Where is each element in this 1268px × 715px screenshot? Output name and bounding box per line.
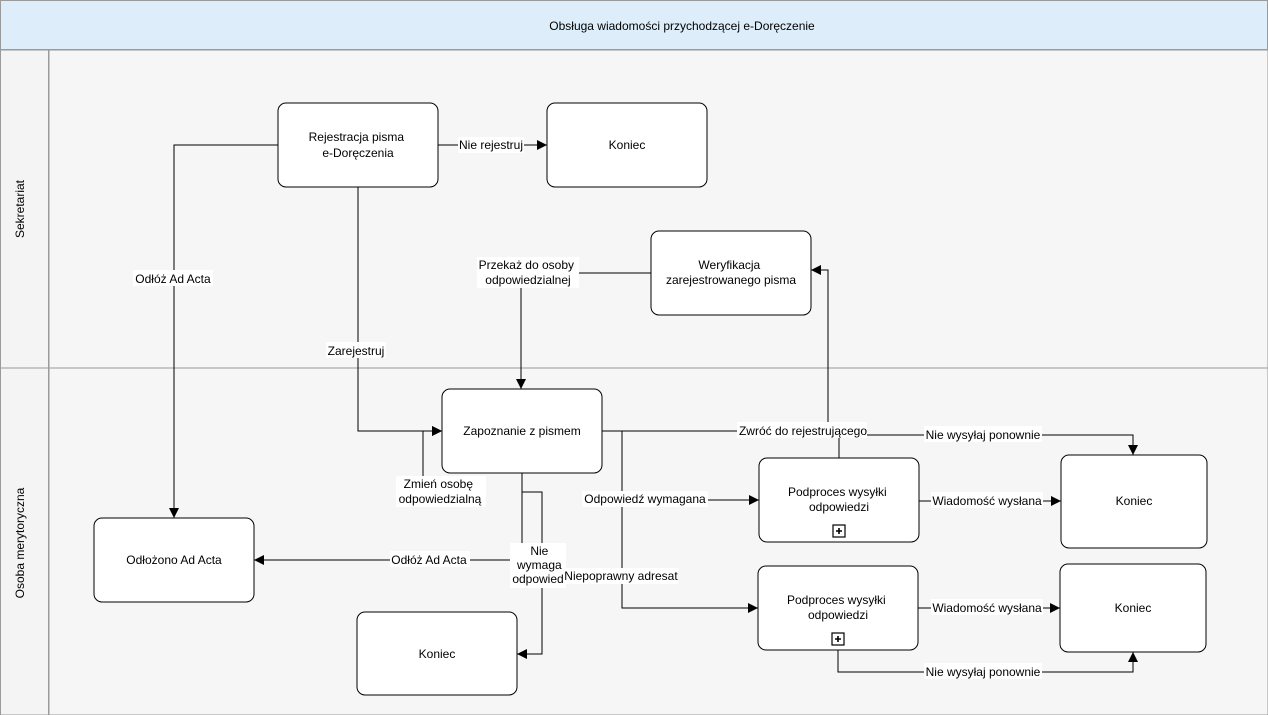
- lane-body-sekretariat: [48, 49, 1268, 369]
- node-koniec-bottom[interactable]: [356, 611, 518, 696]
- pool-title: Obsługa wiadomości przychodzącej e-Doręc…: [549, 19, 815, 33]
- label-zwroc: Zwróć do rejestrującego: [739, 424, 867, 438]
- lane-title-osoba: Osoba merytoryczna: [13, 487, 27, 598]
- plus-square-icon[interactable]: [831, 632, 845, 646]
- label-wiadomosc-2: Wiadomość wysłana: [932, 601, 1042, 615]
- pool-header: [0, 0, 1268, 50]
- label-nie-rejestruj: Nie rejestruj: [459, 138, 523, 152]
- node-weryfikacja[interactable]: [650, 230, 812, 316]
- edge-odloz-top: [169, 144, 278, 518]
- node-podproces-2[interactable]: [757, 565, 919, 651]
- edge-labels: Nie rejestruj Odłóż Ad Acta Zarejestruj …: [133, 137, 1043, 679]
- node-koniec-top-label: Koniec: [609, 138, 646, 152]
- label-nie-wymaga: Nie wymaga odpowied: [512, 544, 565, 586]
- node-zapoznanie-label: Zapoznanie z pismem: [463, 424, 580, 438]
- node-koniec-right-2[interactable]: [1059, 563, 1207, 653]
- label-odloz-bottom: Odłóż Ad Acta: [391, 553, 467, 567]
- label-zarejestruj: Zarejestruj: [328, 344, 385, 358]
- node-weryfikacja-label: Weryfikacja zarejestrowanego pisma: [666, 258, 796, 287]
- lane-label-osoba: [0, 367, 49, 715]
- node-podproces-1-label: Podproces wysyłki odpowiedzi: [788, 485, 890, 514]
- label-przekaz: Przekaż do osoby odpowiedzialnej: [479, 258, 578, 287]
- node-podproces-2-label: Podproces wysyłki odpowiedzi: [787, 593, 889, 622]
- node-koniec-right-1[interactable]: [1060, 454, 1208, 549]
- node-odlozono-label: Odłożono Ad Acta: [126, 553, 222, 567]
- edge-zarejestruj: [357, 187, 442, 436]
- label-odpowiedz-wymagana: Odpowiedź wymagana: [584, 492, 706, 506]
- label-nie-wysylaj-2: Nie wysyłaj ponownie: [926, 665, 1041, 679]
- edge-zwroc: [602, 265, 829, 432]
- node-podproces-1[interactable]: [758, 457, 920, 543]
- label-niepoprawny: Niepoprawny adresat: [564, 569, 678, 583]
- label-nie-wysylaj-1: Nie wysyłaj ponownie: [926, 428, 1041, 442]
- node-rejestracja[interactable]: [277, 102, 439, 188]
- lane-label-sekretariat: [0, 49, 49, 369]
- node-rejestracja-label: Rejestracja pisma e-Doręczenia: [309, 130, 408, 160]
- edge-niepoprawny: [621, 500, 758, 613]
- label-wiadomosc-1: Wiadomość wysłana: [932, 494, 1042, 508]
- label-odloz-top: Odłóż Ad Acta: [135, 272, 211, 286]
- node-koniec-top[interactable]: [546, 102, 708, 188]
- plus-square-icon[interactable]: [832, 524, 846, 538]
- node-koniec-right-2-label: Koniec: [1115, 601, 1152, 615]
- label-zmien: Zmień osobę odpowiedzialną: [399, 477, 482, 506]
- lane-title-sekretariat: Sekretariat: [13, 179, 27, 238]
- node-koniec-bottom-label: Koniec: [419, 647, 456, 661]
- node-zapoznanie[interactable]: [441, 388, 603, 474]
- node-koniec-right-1-label: Koniec: [1116, 494, 1153, 508]
- node-odlozono[interactable]: [93, 517, 255, 603]
- nodes: Rejestracja pisma e-Doręczenia Koniec We…: [93, 102, 1208, 696]
